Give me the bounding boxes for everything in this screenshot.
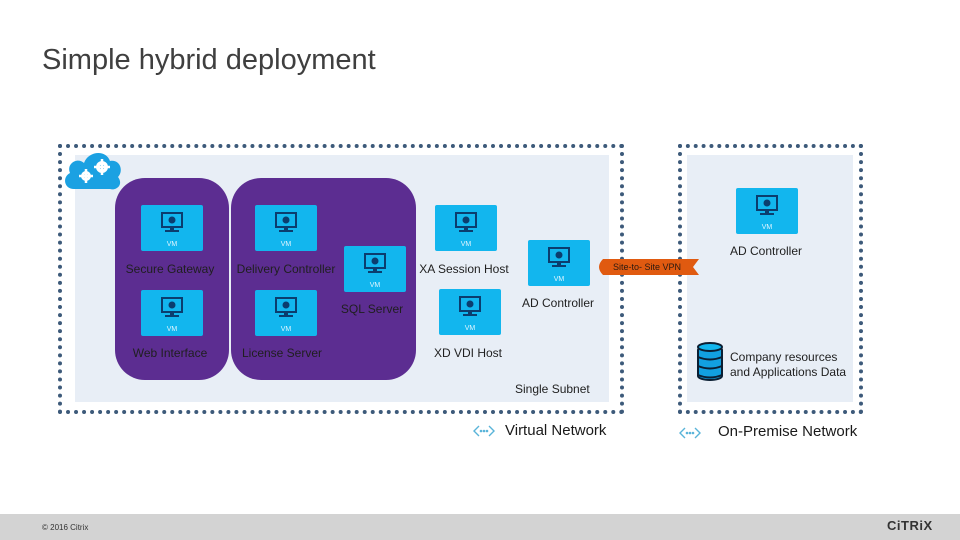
cloud-gears-icon: [60, 145, 126, 195]
vm-badge: VM: [464, 325, 476, 332]
monitor-icon: [756, 195, 778, 215]
virtual-network-label: Virtual Network: [505, 422, 607, 439]
network-link-icon: [473, 424, 495, 438]
monitor-icon: [548, 247, 570, 267]
web-interface-label: Web Interface: [132, 346, 208, 360]
ad-controller-onprem-label: AD Controller: [729, 244, 803, 258]
ad-controller-azure-label: AD Controller: [521, 296, 595, 310]
vm-tile-web-interface[interactable]: VM: [141, 290, 203, 336]
database-label-line1: Company resources: [730, 350, 838, 364]
vm-tile-delivery-controller[interactable]: VM: [255, 205, 317, 251]
monitor-icon: [455, 212, 477, 232]
slide-title: Simple hybrid deployment: [42, 44, 376, 76]
monitor-icon: [459, 296, 481, 316]
on-premise-network-label: On-Premise Network: [718, 423, 858, 440]
database-icon: [696, 342, 724, 384]
monitor-icon: [275, 212, 297, 232]
vm-tile-xd-vdi-host[interactable]: VM: [439, 289, 501, 335]
vm-tile-ad-controller-azure[interactable]: VM: [528, 240, 590, 286]
vm-badge: VM: [761, 224, 773, 231]
delivery-controller-label: Delivery Controller: [236, 262, 336, 276]
vm-tile-license-server[interactable]: VM: [255, 290, 317, 336]
site-to-site-vpn-ribbon: Site-to- Site VPN: [595, 259, 699, 275]
vm-badge: VM: [166, 241, 178, 248]
vm-tile-xa-session-host[interactable]: VM: [435, 205, 497, 251]
license-server-label: License Server: [241, 346, 323, 360]
vm-tile-sql-server[interactable]: VM: [344, 246, 406, 292]
database-label-line2: and Applications Data: [730, 365, 847, 379]
vpn-label: Site-to- Site VPN: [612, 262, 682, 272]
copyright: © 2016 Citrix: [42, 523, 89, 532]
vm-badge: VM: [280, 326, 292, 333]
xa-session-host-label: XA Session Host: [419, 262, 509, 276]
monitor-icon: [161, 297, 183, 317]
vm-tile-ad-controller-onprem[interactable]: VM: [736, 188, 798, 234]
monitor-icon: [364, 253, 386, 273]
vm-tile-secure-gateway[interactable]: VM: [141, 205, 203, 251]
vm-badge: VM: [553, 276, 565, 283]
secure-gateway-label: Secure Gateway: [125, 262, 215, 276]
vm-badge: VM: [369, 282, 381, 289]
vm-badge: VM: [166, 326, 178, 333]
monitor-icon: [161, 212, 183, 232]
network-link-icon: [679, 426, 701, 440]
virtual-network-boundary: [58, 144, 624, 414]
sql-server-label: SQL Server: [340, 302, 404, 316]
citrix-logo: CiTRiX: [887, 518, 933, 533]
vm-badge: VM: [460, 241, 472, 248]
footer-bar: [0, 514, 960, 540]
subnet-label: Single Subnet: [515, 382, 590, 396]
xd-vdi-host-label: XD VDI Host: [433, 346, 503, 360]
vm-badge: VM: [280, 241, 292, 248]
monitor-icon: [275, 297, 297, 317]
on-premise-network-boundary: [678, 144, 863, 414]
